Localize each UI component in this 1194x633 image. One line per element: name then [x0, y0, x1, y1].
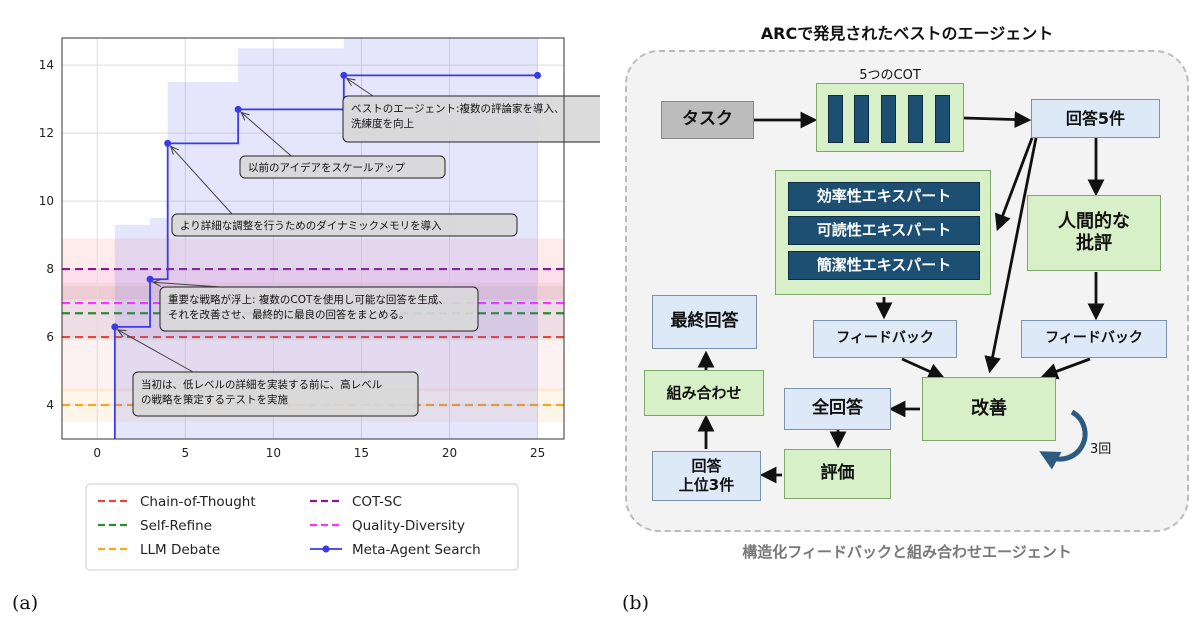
- expert-readability: 可読性エキスパート: [788, 216, 980, 245]
- legend: Chain-of-Thought COT-SC Self-Refine Quality…: [85, 483, 519, 571]
- performance-chart: 0 5 10 15 20 25 4 6 8 10 12 14 ベストのエージェント:複数の評論家を導入…: [39, 37, 600, 571]
- legend-label: Quality-Diversity: [352, 518, 465, 534]
- annotation-arrow: [153, 282, 221, 288]
- combine-box: 組み合わせ: [644, 370, 764, 416]
- series-point: [534, 71, 542, 79]
- annotation-text: 重要な戦略が浮上: 複数のCOTを使用し可能な回答を生成、それを改善させ、最終的…: [168, 293, 449, 321]
- legend-label: Meta-Agent Search: [352, 542, 481, 558]
- annotation-arrow: [118, 330, 194, 373]
- y-tick-label: 12: [39, 126, 54, 140]
- all-answers-box: 全回答: [784, 388, 891, 430]
- annotation-text: 以前のアイデアをスケールアップ: [248, 161, 405, 174]
- y-tick-label: 8: [46, 262, 54, 276]
- cot-label: 5つのCOT: [859, 68, 921, 83]
- expert-efficiency: 効率性エキスパート: [788, 182, 980, 211]
- series-point: [146, 275, 154, 283]
- tick-labels: 0 5 10 15 20 25 4 6 8 10 12 14: [39, 58, 546, 460]
- x-tick-label: 15: [354, 446, 369, 460]
- annotation-text: 当初は、低レベルの詳細を実装する前に、高レベルの戦略を策定するテストを実施: [141, 378, 382, 406]
- series-point: [234, 105, 242, 113]
- legend-label: COT-SC: [352, 494, 402, 510]
- agent-diagram: ARCで発見されたベストのエージェント: [620, 0, 1194, 633]
- y-tick-label: 4: [46, 398, 54, 412]
- legend-marker: [322, 545, 330, 553]
- human-critique-box: 人間的な 批評: [1027, 195, 1161, 271]
- final-answer-box: 最終回答: [652, 295, 757, 349]
- feedback-left-box: フィードバック: [813, 320, 957, 358]
- legend-label: LLM Debate: [140, 542, 220, 558]
- arrow-feedback-right-to-refine: [1040, 357, 1091, 380]
- arrow-answers-to-experts: [994, 137, 1034, 232]
- annotation-arrow: [347, 78, 374, 97]
- plot-frame: [61, 37, 565, 440]
- annotation-box: [159, 286, 479, 332]
- diagram-caption: 構造化フィードバックと組み合わせエージェント: [742, 543, 1072, 561]
- panel-a-label: (a): [12, 592, 39, 614]
- series-point: [164, 139, 172, 147]
- annotation-box: [342, 95, 600, 143]
- expert-conciseness: 簡潔性エキスパート: [788, 251, 980, 280]
- annotation-arrow: [241, 112, 292, 157]
- top3-answers-box: 回答 上位3件: [652, 451, 761, 501]
- legend-frame: [85, 483, 519, 571]
- x-tick-label: 5: [181, 446, 189, 460]
- annotation-text: ベストのエージェント:複数の評論家を導入、洗練度を向上: [351, 102, 565, 130]
- answers-5-box: 回答5件: [1031, 99, 1160, 138]
- arrow-cot-to-answers: [963, 111, 1032, 128]
- annotation-arrow: [171, 146, 233, 215]
- annotation-box: [171, 213, 518, 237]
- task-box: タスク: [661, 101, 754, 139]
- feedback-right-box: フィードバック: [1021, 320, 1167, 358]
- refine-box: 改善: [922, 377, 1056, 441]
- loop-arrow-icon: [1039, 409, 1088, 470]
- diagram-title: ARCで発見されたベストのエージェント: [760, 24, 1054, 43]
- panel-b-label: (b): [622, 592, 649, 614]
- x-tick-label: 10: [266, 446, 281, 460]
- x-tick-label: 20: [442, 446, 457, 460]
- cot-bar-4: [908, 95, 923, 143]
- cot-bar-1: [828, 95, 843, 143]
- diagram-arrows: [697, 111, 1105, 484]
- legend-label: Chain-of-Thought: [140, 494, 256, 510]
- evaluate-box: 評価: [784, 449, 891, 499]
- legend-label: Self-Refine: [140, 518, 212, 534]
- annotation-box: [239, 155, 446, 179]
- series-point: [111, 323, 119, 331]
- refine-times-label: 3回: [1090, 442, 1112, 457]
- y-tick-label: 14: [39, 58, 54, 72]
- cot-bar-5: [935, 95, 950, 143]
- cot-bar-2: [854, 95, 869, 143]
- series-point: [340, 71, 348, 79]
- cot-bar-3: [881, 95, 896, 143]
- y-tick-label: 6: [46, 330, 54, 344]
- y-tick-label: 10: [39, 194, 54, 208]
- annotation-box: [132, 371, 419, 417]
- arrow-answers-to-refine: [984, 137, 1038, 374]
- x-tick-label: 25: [530, 446, 545, 460]
- x-tick-label: 0: [93, 446, 101, 460]
- annotation-text: より詳細な調整を行うためのダイナミックメモリを導入: [180, 219, 442, 232]
- annotation-layer: ベストのエージェント:複数の評論家を導入、洗練度を向上以前のアイデアをスケールア…: [118, 78, 600, 417]
- arrow-feedback-left-to-refine: [901, 357, 946, 380]
